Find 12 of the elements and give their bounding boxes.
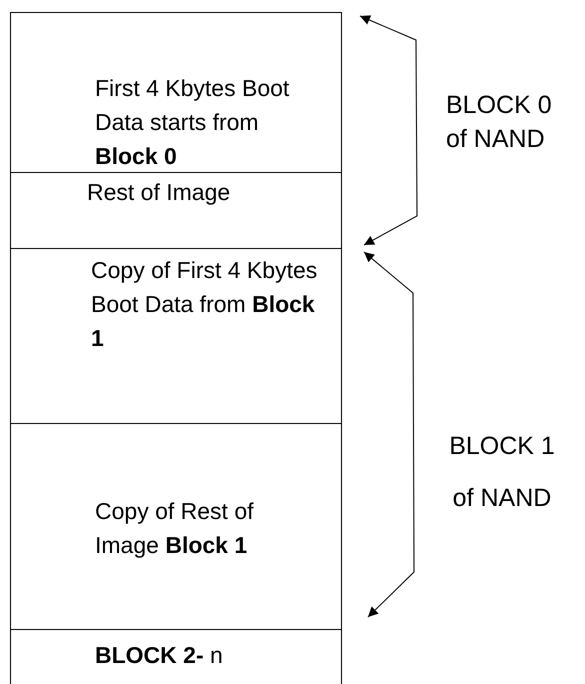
block-description: First 4 Kbytes Boot Data starts from Block 0 [95,74,290,171]
memory-block [10,172,342,250]
block-range-label: BLOCK 0 of NAND [446,90,553,155]
block-description: Rest of Image [87,178,232,207]
memory-block [10,629,342,684]
block-range-label: BLOCK 1 of NAND [448,431,556,514]
memory-block [10,12,342,174]
memory-block [10,423,342,631]
memory-block [10,248,342,425]
block-description: Copy of First 4 Kbytes Boot Data from Block 1 [91,256,318,353]
block-description: Copy of Rest of Image Block 1 [95,497,255,560]
block-description: BLOCK 2- n [95,641,224,670]
